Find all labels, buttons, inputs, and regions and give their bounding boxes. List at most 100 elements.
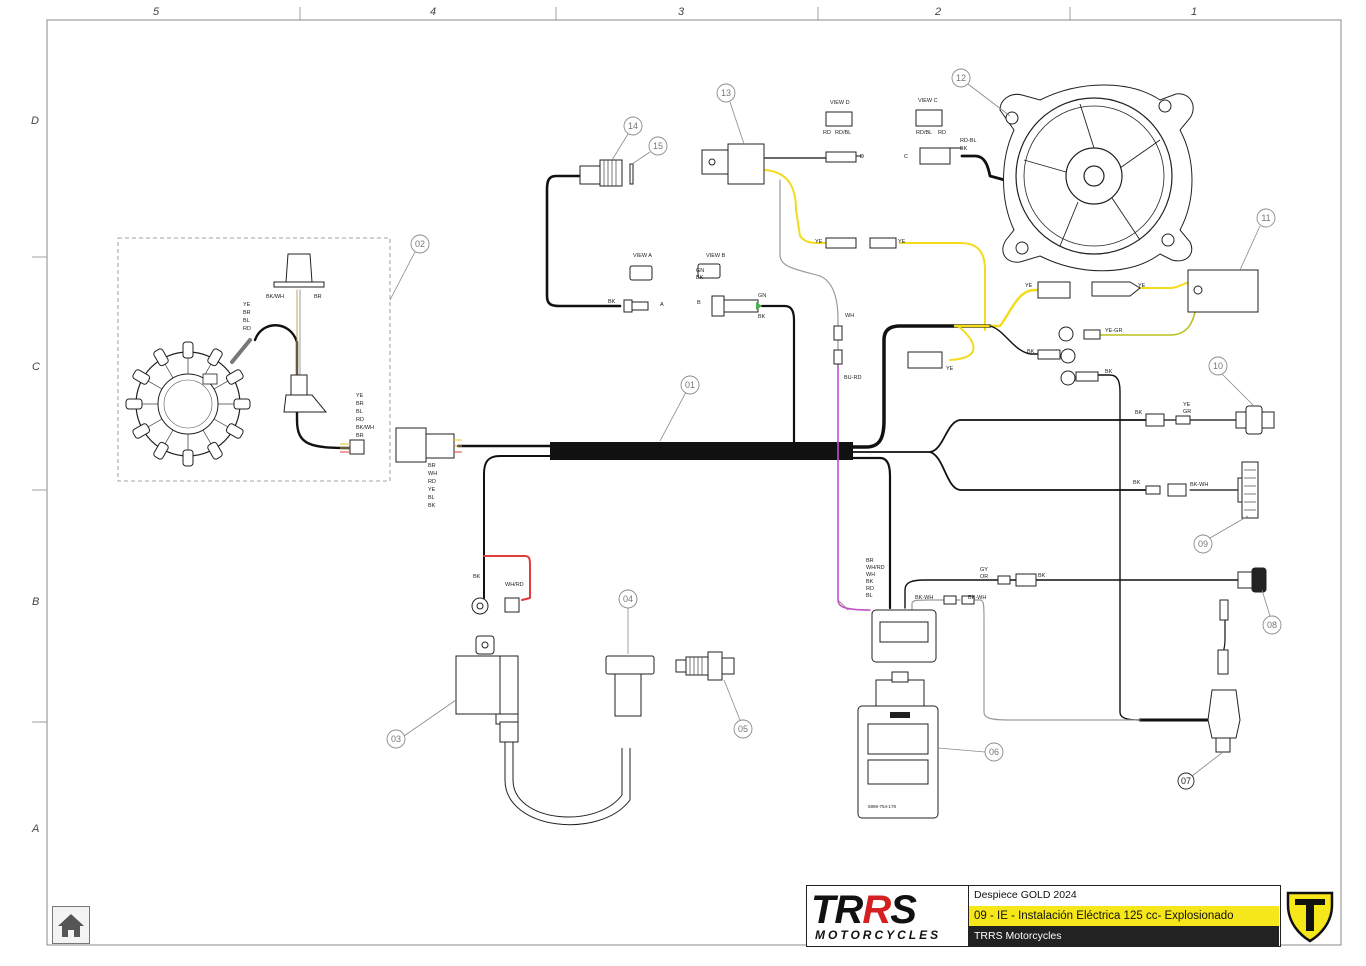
svg-text:13: 13 xyxy=(721,88,731,98)
lbl-stator-rd: RD xyxy=(243,326,251,332)
lbl-cdi-4: BK xyxy=(866,579,874,585)
callouts: 01 02 03 04 05 06 07 08 09 10 11 12 13 1… xyxy=(386,68,1282,790)
lbl-cdi-5: RD xyxy=(866,586,874,592)
title-block: TRRS MOTORCYCLES Despiece GOLD 2024 09 -… xyxy=(806,885,1281,947)
grid-col-4: 4 xyxy=(430,6,436,18)
lbl-gn-bk-1: GN xyxy=(696,268,704,274)
lbl-cdi-2: WH/RD xyxy=(866,565,885,571)
lbl-viewd-2: RD/BL xyxy=(835,130,851,136)
drawing-frame xyxy=(32,7,1342,946)
callout-14: 14 xyxy=(623,116,643,136)
cooling-fan xyxy=(999,84,1194,272)
grid-col-2: 2 xyxy=(934,6,941,18)
lbl-bk-a: BK xyxy=(608,299,616,305)
thermo-switch xyxy=(579,159,623,187)
lbl-ye-gr: YE-GR xyxy=(1105,328,1122,334)
ignition-coil xyxy=(455,597,631,826)
svg-text:15: 15 xyxy=(653,141,663,151)
lbl-main-5: BL xyxy=(428,495,435,501)
spark-plug-cap xyxy=(605,655,655,717)
callout-09: 09 xyxy=(1193,534,1213,554)
lbl-main-3: RD xyxy=(428,479,436,485)
lbl-viewc-1: RD/BL xyxy=(916,130,932,136)
lbl-stator-br: BR xyxy=(243,310,251,316)
lbl-ye-2: YE xyxy=(898,239,906,245)
regulator-connector xyxy=(1237,461,1259,519)
lbl-bk-h: BK xyxy=(473,574,481,580)
lbl-out-4: RD xyxy=(356,417,364,423)
svg-text:06: 06 xyxy=(989,747,999,757)
grid-row-b: B xyxy=(32,596,39,608)
lbl-bk-wh-c: BK-WH xyxy=(968,595,986,601)
callout-07: 07 xyxy=(1177,772,1195,790)
trrs-logo: TRRS MOTORCYCLES xyxy=(807,886,969,946)
stator-assembly xyxy=(117,237,391,482)
lbl-viewc-2: RD xyxy=(938,130,946,136)
lbl-out-5: BK/WH xyxy=(356,425,374,431)
svg-text:08: 08 xyxy=(1267,620,1277,630)
fan-relay xyxy=(701,143,765,185)
callout-03: 03 xyxy=(386,729,406,749)
lbl-ye-3: YE xyxy=(1025,283,1033,289)
svg-text:09: 09 xyxy=(1198,539,1208,549)
company-name: TRRS Motorcycles xyxy=(969,926,1279,946)
svg-text:03: 03 xyxy=(391,734,401,744)
lbl-out-2: BR xyxy=(356,401,364,407)
main-connector xyxy=(395,427,462,463)
grid-col-1: 1 xyxy=(1191,6,1197,18)
lbl-bk-b: BK xyxy=(758,314,766,320)
lbl-stator-ye: YE xyxy=(243,302,251,308)
lbl-wh-rd: WH/RD xyxy=(505,582,524,588)
lbl-d-letter: D xyxy=(860,154,864,160)
grid-row-d: D xyxy=(31,115,39,127)
lbl-letter-b: B xyxy=(697,300,701,306)
lbl-main-2: WH xyxy=(428,471,437,477)
svg-text:04: 04 xyxy=(623,594,633,604)
lbl-cdi-3: WH xyxy=(866,572,875,578)
lbl-letter-a: A xyxy=(660,302,664,308)
lbl-or: OR xyxy=(980,574,988,580)
callout-04: 04 xyxy=(618,589,638,609)
home-button[interactable] xyxy=(52,906,90,944)
callout-06: 06 xyxy=(984,742,1004,762)
logo-wordmark: TRRS xyxy=(811,888,917,932)
lbl-fan-rdbl: RD-BL xyxy=(960,138,977,144)
wires xyxy=(253,147,1239,722)
handlebar-switch xyxy=(1237,567,1267,593)
lbl-pickup-br: BR xyxy=(314,294,322,300)
lbl-main-1: BR xyxy=(428,463,436,469)
lbl-cdi-6: BL xyxy=(866,593,873,599)
spark-plug xyxy=(675,651,735,681)
main-harness-sleeve xyxy=(550,442,853,460)
lbl-gn: GN xyxy=(758,293,766,299)
inline-connectors xyxy=(623,147,1191,605)
start-button xyxy=(1235,405,1275,435)
grid-row-c: C xyxy=(32,361,40,373)
grid-col-3: 3 xyxy=(678,6,685,18)
callout-13: 13 xyxy=(716,83,736,103)
lbl-fan-bk: BK xyxy=(960,146,968,152)
lbl-bk-c: BK xyxy=(1027,349,1035,355)
cdi-unit xyxy=(857,609,939,819)
wire-labels: YE BR BL RD BK/WH BR YE BR BL RD BK/WH B… xyxy=(243,98,1208,809)
lbl-bk-wh-a: BK-WH xyxy=(1190,482,1208,488)
svg-text:14: 14 xyxy=(628,121,638,131)
lbl-c-letter: C xyxy=(904,154,908,160)
svg-text:10: 10 xyxy=(1213,361,1223,371)
grid-row-labels: D C B A xyxy=(31,115,40,835)
callout-02: 02 xyxy=(410,234,430,254)
lbl-ye: YE xyxy=(1183,402,1191,408)
svg-text:02: 02 xyxy=(415,239,425,249)
detail-views xyxy=(629,109,943,281)
lbl-bk-e: BK xyxy=(1135,410,1143,416)
thermo-washer xyxy=(629,163,634,185)
lbl-bk-g: BK xyxy=(1038,573,1046,579)
lbl-viewd-1: RD xyxy=(823,130,831,136)
lbl-ye-4: YE xyxy=(1138,283,1146,289)
lbl-bk-d: BK xyxy=(1105,369,1113,375)
lbl-bk-wh-b: BK-WH xyxy=(915,595,933,601)
temperature-sensor xyxy=(1207,599,1241,753)
lbl-gr: GR xyxy=(1183,409,1191,415)
view-b-label: VIEW B xyxy=(706,253,726,259)
